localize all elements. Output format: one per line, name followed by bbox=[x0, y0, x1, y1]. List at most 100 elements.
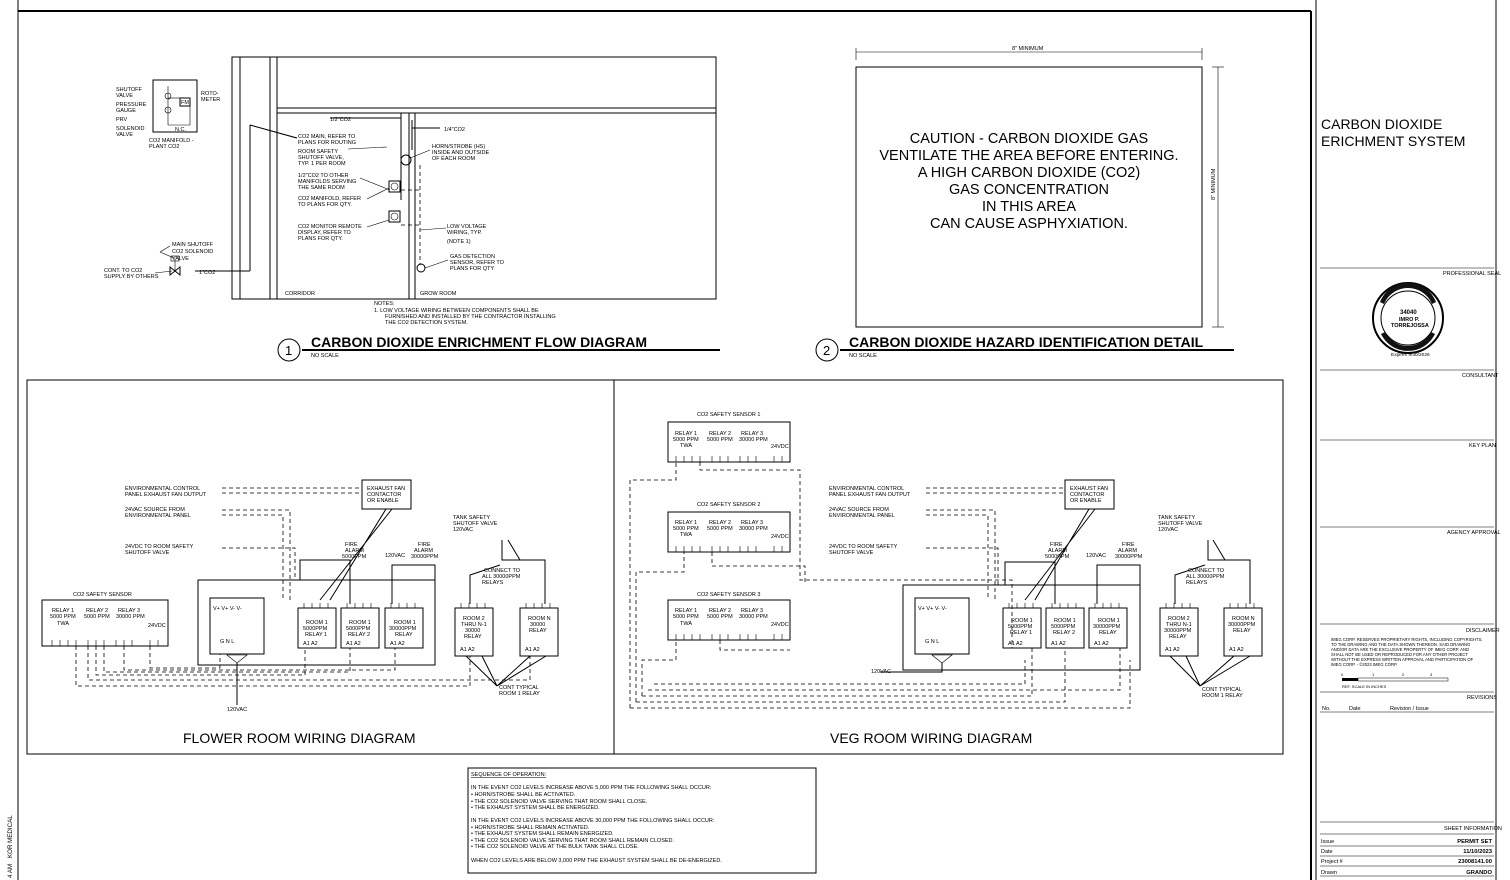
svg-text:5000 PPM: 5000 PPM bbox=[50, 614, 76, 620]
hazard-detail-number bbox=[815, 338, 839, 362]
svg-text:IN THE EVENT CO2 LEVELS INCREA: IN THE EVENT CO2 LEVELS INCREASE ABOVE 3… bbox=[471, 818, 715, 824]
svg-text:24VDC TO ROOM SAFETY: 24VDC TO ROOM SAFETY bbox=[829, 544, 898, 550]
nc-label: N.C. bbox=[175, 127, 186, 133]
svg-text:SHUTOFF VALVE,: SHUTOFF VALVE, bbox=[298, 155, 344, 161]
svg-text:GAS DETECTION: GAS DETECTION bbox=[450, 254, 495, 260]
svg-text:30000PPM: 30000PPM bbox=[1164, 628, 1192, 634]
disclaimer-label: DISCLAIMER bbox=[1466, 628, 1500, 634]
svg-text:A1 A2: A1 A2 bbox=[303, 641, 318, 647]
sequence-title: SEQUENCE OF OPERATION: bbox=[471, 772, 547, 778]
svg-text:• THE EXHAUST SYSTEM SHALL: • THE EXHAUST SYSTEM SHALL BE ENERGIZED. bbox=[471, 805, 600, 811]
svg-text:ROOM SAFETY: ROOM SAFETY bbox=[298, 149, 338, 155]
svg-text:RELAY 2: RELAY 2 bbox=[709, 608, 731, 614]
svg-text:VALVE: VALVE bbox=[116, 132, 133, 138]
flower-room-title: FLOWER ROOM WIRING DIAGRAM bbox=[183, 730, 416, 746]
svg-text:IMEG CORP. - ©2023 IMEG CORP.: IMEG CORP. - ©2023 IMEG CORP. bbox=[1331, 662, 1397, 667]
svg-text:• HORN/STROBE SHALL REMAIN: • HORN/STROBE SHALL REMAIN ACTIVATED. bbox=[471, 825, 590, 831]
svg-text:G N L: G N L bbox=[925, 639, 939, 645]
svg-text:TWA: TWA bbox=[680, 532, 692, 538]
project-number-label: Project # bbox=[1321, 859, 1344, 865]
svg-text:CORRIDOR: CORRIDOR bbox=[285, 291, 315, 297]
svg-text:CONT. TO CO2: CONT. TO CO2 bbox=[104, 268, 142, 274]
svg-text:ROTO-: ROTO- bbox=[201, 91, 219, 97]
svg-text:ROOM 1: ROOM 1 bbox=[1011, 618, 1033, 624]
svg-text:ROOM 1: ROOM 1 bbox=[1098, 618, 1120, 624]
svg-text:RELAY 1: RELAY 1 bbox=[52, 608, 74, 614]
issue-value: PERMIT SET bbox=[1457, 839, 1492, 845]
veg-co2-sensor-1 bbox=[667, 421, 791, 463]
svg-text:RELAY: RELAY bbox=[529, 628, 547, 634]
svg-text:A1 A2: A1 A2 bbox=[346, 641, 361, 647]
svg-text:30000: 30000 bbox=[465, 628, 480, 634]
flower-room2-relay bbox=[454, 607, 494, 657]
svg-text:AND/OR DATA ARE THE EXCLUSIVE: AND/OR DATA ARE THE EXCLUSIVE PROPERTY O… bbox=[1331, 647, 1469, 652]
svg-text:120VAC: 120VAC bbox=[1086, 553, 1106, 559]
svg-text:RELAY 1: RELAY 1 bbox=[675, 431, 697, 437]
svg-text:SHALL NOT BE USED OR REPRODUCE: SHALL NOT BE USED OR REPRODUCED FOR ANY … bbox=[1331, 652, 1468, 657]
svg-text:RELAYS: RELAYS bbox=[482, 580, 504, 586]
svg-text:3: 3 bbox=[1430, 672, 1433, 677]
svg-text:30000PPM: 30000PPM bbox=[1115, 554, 1143, 560]
svg-text:5000 PPM: 5000 PPM bbox=[707, 526, 733, 532]
svg-text:MANIFOLDS SERVING: MANIFOLDS SERVING bbox=[298, 179, 356, 185]
svg-text:METER: METER bbox=[201, 97, 220, 103]
svg-text:INSIDE AND OUTSIDE: INSIDE AND OUTSIDE bbox=[432, 150, 489, 156]
svg-text:PLANS FOR ROUTING: PLANS FOR ROUTING bbox=[298, 140, 356, 146]
professional-seal-stamp: 34040 IMRO P. TORREJOSSA bbox=[1372, 282, 1444, 354]
svg-text:OR ENABLE: OR ENABLE bbox=[1070, 498, 1102, 504]
building-outline bbox=[231, 56, 717, 300]
svg-text:5000 PPM: 5000 PPM bbox=[673, 614, 699, 620]
svg-text:1. LOW VOLTAGE WIRING BETWEE: 1. LOW VOLTAGE WIRING BETWEEN COMPONENTS… bbox=[374, 308, 539, 314]
svg-text:FIRE: FIRE bbox=[345, 542, 358, 548]
svg-text:PANEL EXHAUST FAN OUTPUT: PANEL EXHAUST FAN OUTPUT bbox=[125, 492, 207, 498]
svg-text:30000PPM: 30000PPM bbox=[389, 626, 417, 632]
svg-text:V+ V+ V- V-: V+ V+ V- V- bbox=[213, 606, 242, 612]
svg-text:1/2"CO2 TO OTHER: 1/2"CO2 TO OTHER bbox=[298, 173, 349, 179]
svg-text:SUPPLY BY OTHERS: SUPPLY BY OTHERS bbox=[104, 274, 159, 280]
wiring-panel bbox=[26, 379, 1284, 755]
svg-text:GROW ROOM: GROW ROOM bbox=[420, 291, 457, 297]
main-shutoff-valve bbox=[169, 255, 181, 277]
svg-text:TWA: TWA bbox=[680, 443, 692, 449]
fm-label: FM bbox=[181, 100, 189, 106]
co2-monitor-display bbox=[388, 210, 401, 223]
svg-text:THRU N-1: THRU N-1 bbox=[461, 622, 487, 628]
svg-text:THE CO2 DETECTION SYSTEM.: THE CO2 DETECTION SYSTEM. bbox=[385, 320, 468, 326]
svg-text:ALARM: ALARM bbox=[1048, 548, 1067, 554]
svg-text:LOW VOLTAGE: LOW VOLTAGE bbox=[447, 224, 487, 230]
svg-text:PANEL EXHAUST FAN OUTPUT: PANEL EXHAUST FAN OUTPUT bbox=[829, 492, 911, 498]
sign-line-5: IN THIS AREA bbox=[982, 199, 1076, 215]
svg-text:• THE CO2 SOLENOID VALVE AT: • THE CO2 SOLENOID VALVE AT THE BULK TAN… bbox=[471, 844, 639, 850]
svg-text:5000PPM: 5000PPM bbox=[346, 626, 371, 632]
sheet-info-label: SHEET INFORMATION bbox=[1444, 826, 1502, 832]
svg-text:RELAY 3: RELAY 3 bbox=[741, 431, 763, 437]
drawn-label: Drawn bbox=[1321, 870, 1337, 876]
svg-text:OR ENABLE: OR ENABLE bbox=[367, 498, 399, 504]
svg-text:5000PPM: 5000PPM bbox=[1045, 554, 1070, 560]
svg-text:SHUTOFF VALVE: SHUTOFF VALVE bbox=[829, 550, 874, 556]
veg-co2-sensor-2 bbox=[667, 511, 791, 553]
veg-room-wiring: CO2 SAFETY SENSOR 1 RELAY 1 5000 PPM TWA… bbox=[629, 412, 1263, 746]
svg-text:CONNECT TO: CONNECT TO bbox=[484, 568, 521, 574]
svg-text:PLANS FOR QTY: PLANS FOR QTY bbox=[450, 266, 494, 272]
svg-text:THE SAME ROOM: THE SAME ROOM bbox=[298, 185, 345, 191]
svg-text:RELAY 2: RELAY 2 bbox=[1053, 630, 1075, 636]
svg-text:RELAY: RELAY bbox=[1233, 628, 1251, 634]
svg-text:SHUTOFF: SHUTOFF bbox=[116, 87, 143, 93]
svg-text:1: 1 bbox=[1372, 672, 1375, 677]
svg-text:Date: Date bbox=[1349, 706, 1361, 712]
svg-text:5000PPM: 5000PPM bbox=[303, 626, 328, 632]
flower-room1-relay1 bbox=[297, 607, 337, 649]
client-name: KOR MEDICAL bbox=[7, 815, 14, 858]
svg-text:2: 2 bbox=[823, 343, 830, 358]
reference-scale-bar: 0 1 2 3 REF. SCALE IN INCHES bbox=[1341, 672, 1449, 689]
veg-room1-relay2 bbox=[1045, 607, 1085, 649]
flower-sensor-terminals bbox=[51, 640, 159, 646]
flower-roomn-relay bbox=[519, 607, 559, 657]
co2-manifold-box bbox=[152, 79, 198, 133]
svg-text:V+ V+ V- V-: V+ V+ V- V- bbox=[918, 606, 947, 612]
svg-text:GAUGE: GAUGE bbox=[116, 108, 136, 114]
svg-text:VALVE: VALVE bbox=[172, 256, 189, 262]
svg-text:SENSOR, REFER TO: SENSOR, REFER TO bbox=[450, 260, 505, 266]
svg-text:A1 A2: A1 A2 bbox=[1165, 647, 1180, 653]
